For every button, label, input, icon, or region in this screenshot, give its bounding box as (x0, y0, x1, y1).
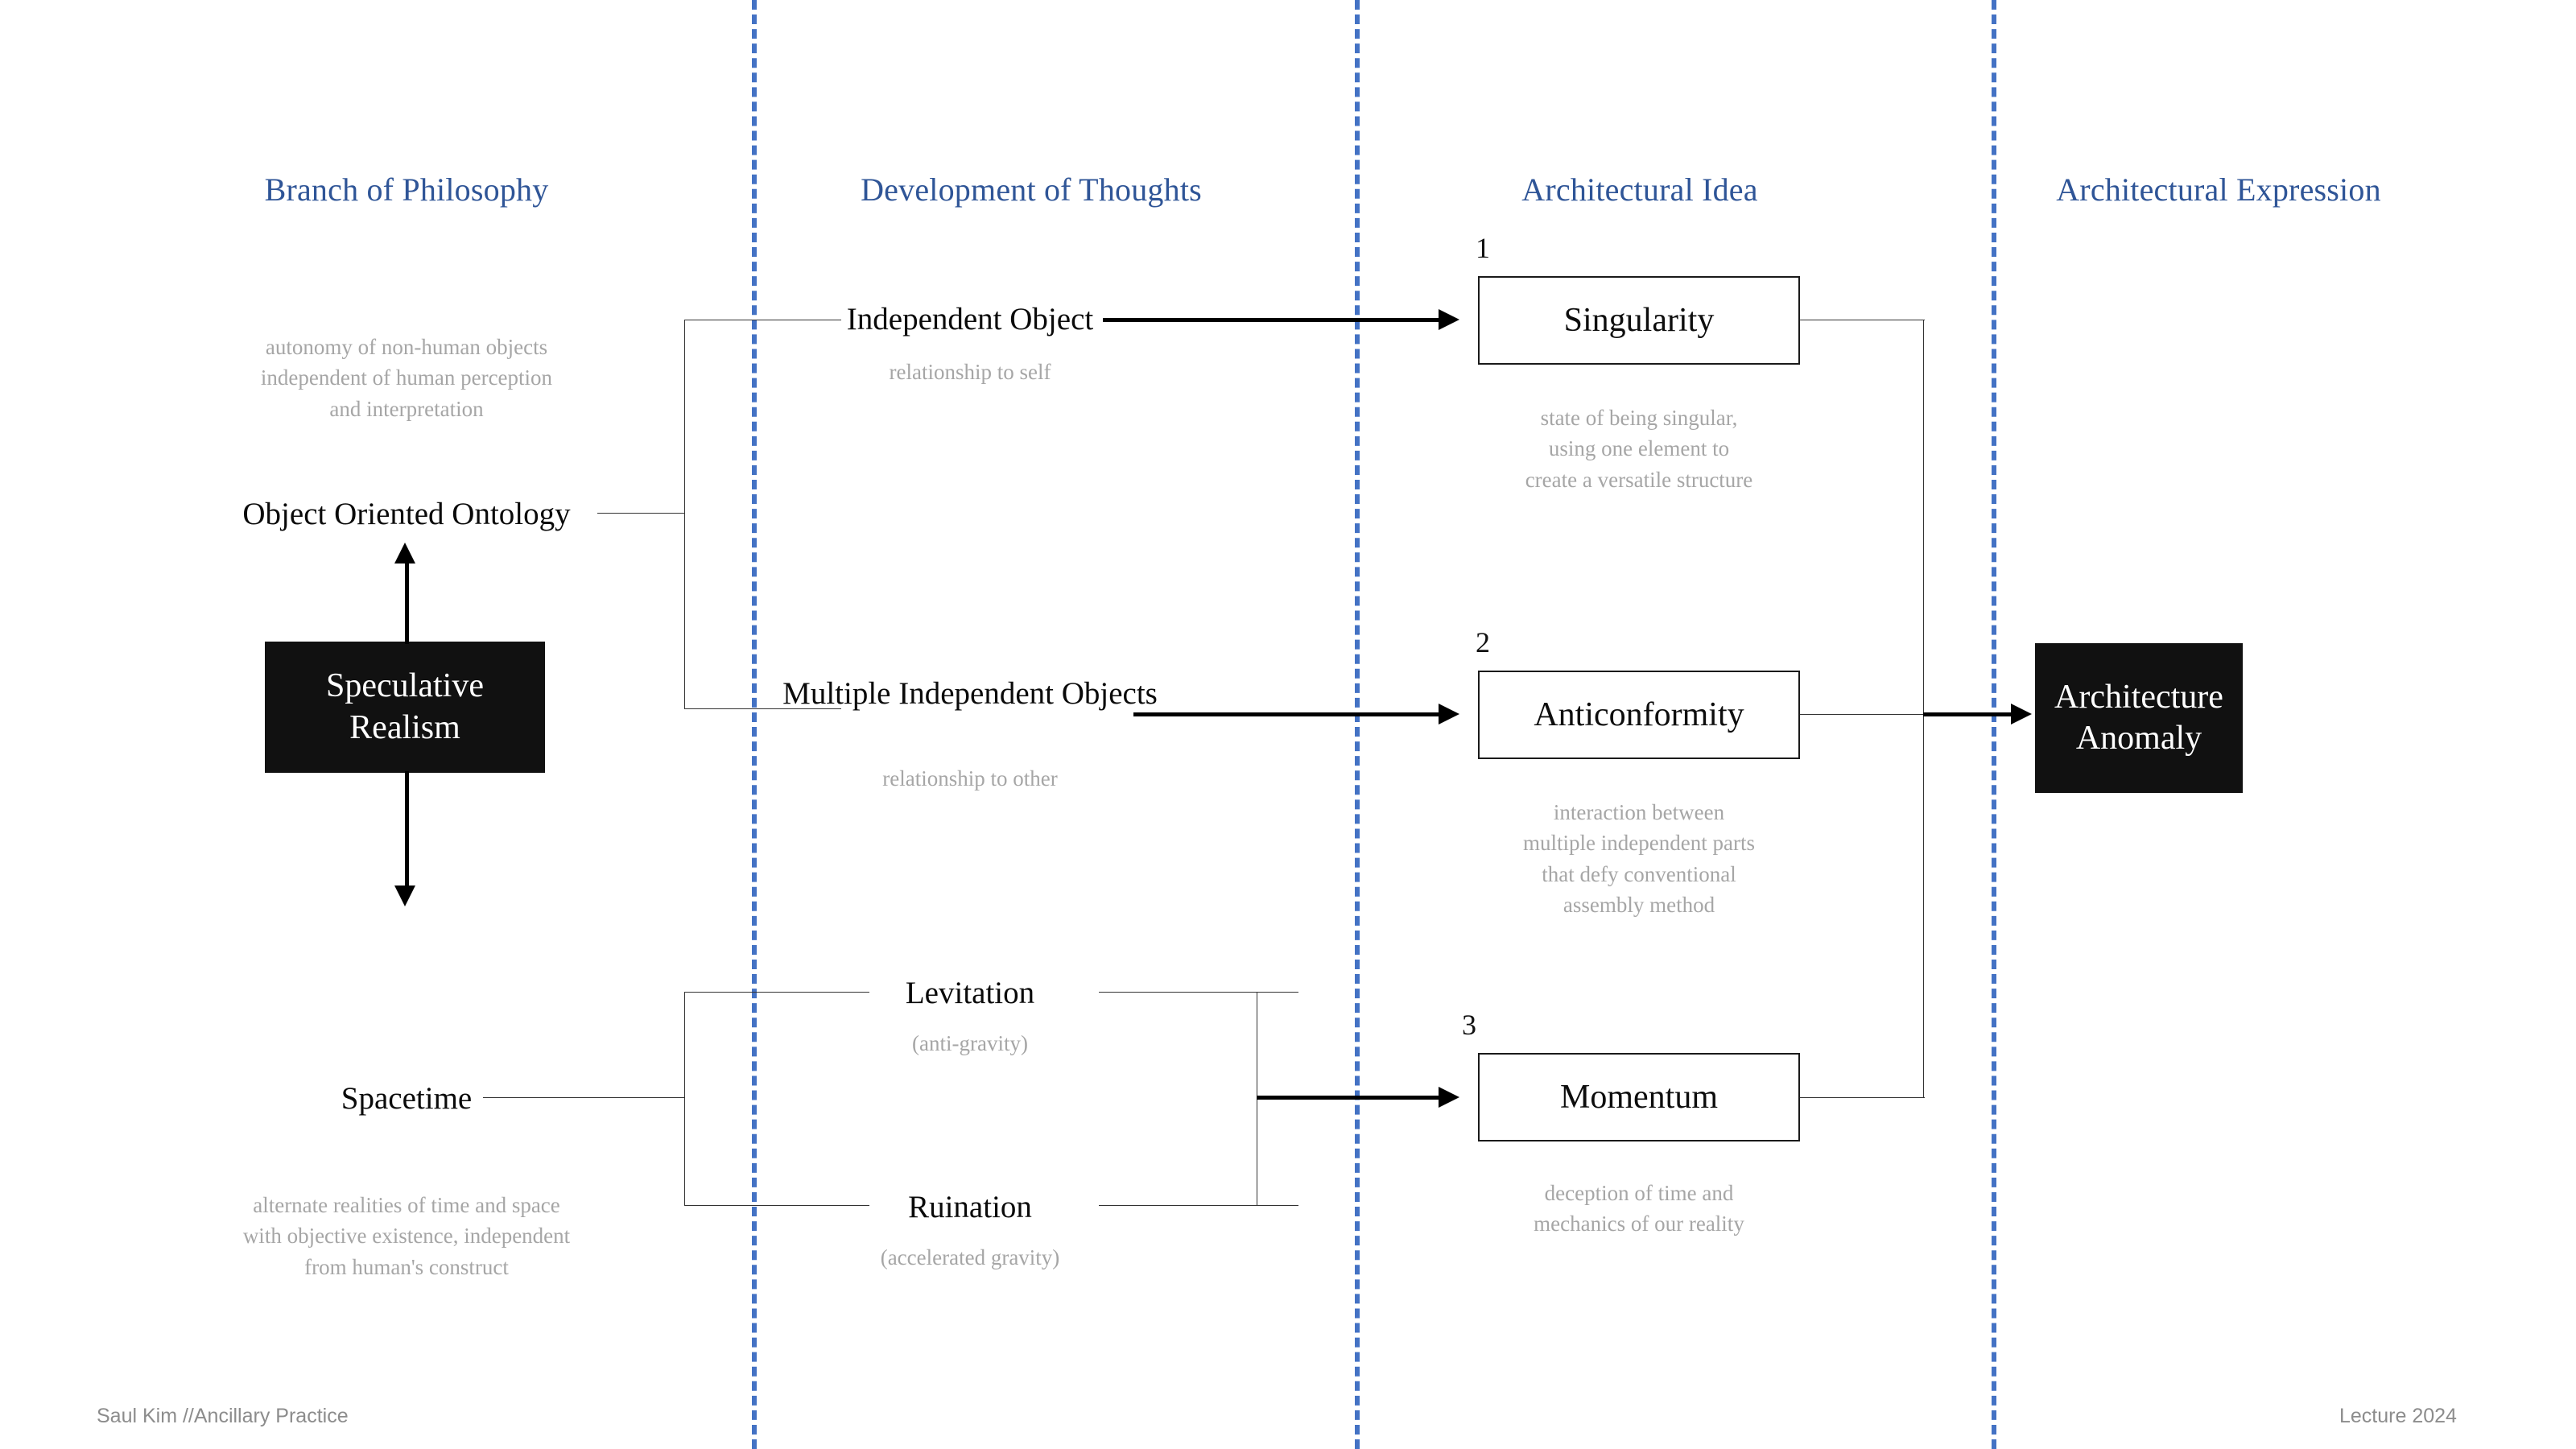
connector-ontology-stem (597, 513, 684, 514)
arrow-up-to-ontology (394, 543, 415, 564)
thought-label-multiple-independent-objects: Multiple Independent Objects (782, 676, 1158, 711)
idea-box-label-anticonformity: Anticonformity (1534, 696, 1744, 733)
column-header-development-of-thoughts: Development of Thoughts (861, 171, 1202, 208)
idea-box-label-momentum: Momentum (1560, 1079, 1718, 1116)
connector-spacetime-to-levitation (684, 992, 869, 993)
idea-index-2: 2 (1476, 626, 1490, 658)
connector-momentum-right (1800, 1097, 1925, 1098)
connector-levitation-right (1099, 992, 1298, 993)
connector-convergence-vertical (1923, 320, 1924, 1097)
connector-anticonformity-right (1800, 714, 1925, 715)
column-header-architectural-expression: Architectural Expression (2056, 171, 2381, 208)
column-header-architectural-idea: Architectural Idea (1521, 171, 1758, 208)
branch-label-object-oriented-ontology: Object Oriented Ontology (242, 497, 571, 531)
arrow-line-independent-object-to-singularity (1103, 318, 1443, 322)
ontology-description: autonomy of non-human objects independen… (260, 335, 553, 421)
thought-sublabel-levitation: (anti-gravity) (912, 1031, 1028, 1055)
idea-description-singularity: state of being singular, using one eleme… (1525, 406, 1753, 492)
branch-label-spacetime: Spacetime (341, 1081, 473, 1116)
idea-description-anticonformity: interaction between multiple independent… (1523, 800, 1755, 917)
spacetime-description: alternate realities of time and space wi… (242, 1193, 571, 1279)
idea-description-momentum: deception of time and mechanics of our r… (1534, 1181, 1744, 1236)
thought-sublabel-multiple-independent-objects: relationship to other (882, 766, 1058, 791)
thought-label-independent-object: Independent Object (846, 302, 1094, 336)
connector-ontology-to-multiple-objects (684, 708, 841, 709)
connector-root-vertical-down (405, 771, 409, 890)
idea-box-momentum[interactable]: Momentum (1478, 1053, 1800, 1141)
arrow-line-gravity-to-momentum (1257, 1096, 1443, 1100)
arrow-line-to-architecture-anomaly (1923, 712, 2015, 716)
idea-box-label-singularity: Singularity (1563, 302, 1715, 339)
connector-spacetime-stem (483, 1097, 684, 1098)
expression-node-label: Architecture Anomaly (2054, 678, 2223, 757)
thought-label-ruination: Ruination (908, 1190, 1032, 1224)
arrowhead-to-singularity (1439, 309, 1459, 330)
idea-index-1: 1 (1476, 232, 1490, 264)
connector-ruination-right (1099, 1205, 1298, 1206)
connector-root-vertical-up (405, 559, 409, 644)
root-node-speculative-realism[interactable]: Speculative Realism (265, 642, 545, 773)
column-divider-2 (1355, 0, 1360, 1449)
idea-box-singularity[interactable]: Singularity (1478, 276, 1800, 365)
idea-box-anticonformity[interactable]: Anticonformity (1478, 671, 1800, 759)
footer-lecture: Lecture 2024 (2339, 1405, 2457, 1427)
arrow-line-multiple-objects-to-anticonformity (1133, 712, 1443, 716)
footer-author: Saul Kim //Ancillary Practice (97, 1405, 349, 1427)
thought-label-levitation: Levitation (905, 976, 1035, 1010)
connector-spacetime-to-ruination (684, 1205, 869, 1206)
thought-sublabel-independent-object: relationship to self (889, 360, 1051, 384)
root-node-label: Speculative Realism (326, 667, 484, 746)
column-header-branch-of-philosophy: Branch of Philosophy (264, 171, 549, 208)
arrowhead-to-anticonformity (1439, 704, 1459, 724)
column-divider-3 (1992, 0, 1996, 1449)
arrow-down-to-spacetime (394, 886, 415, 906)
idea-index-3: 3 (1462, 1009, 1476, 1041)
column-divider-1 (752, 0, 757, 1449)
thought-sublabel-ruination: (accelerated gravity) (880, 1245, 1060, 1269)
arrowhead-to-architecture-anomaly (2011, 704, 2032, 724)
arrowhead-to-momentum (1439, 1087, 1459, 1108)
connector-ontology-bracket-vertical (684, 320, 685, 708)
expression-node-architecture-anomaly[interactable]: Architecture Anomaly (2035, 643, 2243, 793)
connector-spacetime-bracket-vertical (684, 992, 685, 1206)
